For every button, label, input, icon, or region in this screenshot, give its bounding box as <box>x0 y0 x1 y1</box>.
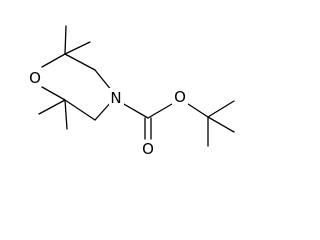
bond-c2-c3 <box>64 53 96 71</box>
ester-oxygen-bg <box>172 88 188 105</box>
structure-diagram: O N O O <box>27 25 235 158</box>
bonds <box>38 25 235 147</box>
bond-tbu-methyl-up <box>207 100 235 118</box>
bond-c6-methyl-a <box>64 99 68 130</box>
ring-nitrogen-label: N <box>110 89 121 107</box>
bond-c2-methyl-b <box>64 41 91 55</box>
bond-n-carbonyl <box>121 102 149 119</box>
bond-c2-methyl-a <box>64 25 67 55</box>
bond-c6-o <box>41 86 66 101</box>
bond-ester-o-tbu <box>187 103 209 118</box>
bond-tbu-methyl-right <box>207 116 235 133</box>
carbonyl-oxygen-label: O <box>142 140 154 158</box>
atom-labels: O N O O <box>27 69 188 158</box>
ring-oxygen-bg <box>27 69 43 86</box>
molecule-svg: O N O O <box>27 25 235 158</box>
ring-nitrogen-bg <box>109 88 124 105</box>
bond-o-c2 <box>41 53 66 68</box>
bond-carbonyl-ester-o <box>147 103 173 119</box>
ester-oxygen-label: O <box>174 88 186 106</box>
bond-c6-methyl-b <box>38 99 66 115</box>
bond-c5-c6 <box>64 99 96 121</box>
carbonyl-oxygen-bg <box>140 140 156 157</box>
ring-oxygen-label: O <box>29 69 41 87</box>
bond-c3-n <box>94 69 113 92</box>
